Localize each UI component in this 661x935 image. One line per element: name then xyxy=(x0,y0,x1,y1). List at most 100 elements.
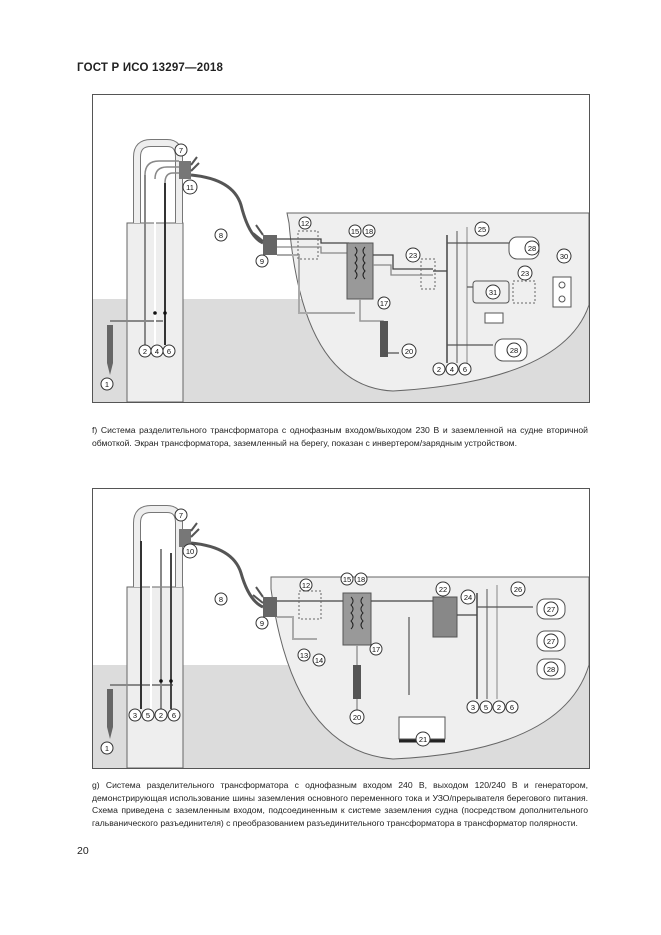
svg-text:28: 28 xyxy=(528,244,536,253)
callout-7: 7 xyxy=(174,508,188,522)
figure-f-caption: f) Система разделительного трансформатор… xyxy=(92,425,588,448)
breaker-23b xyxy=(512,280,536,304)
document-header: ГОСТ Р ИСО 13297—2018 xyxy=(77,62,224,74)
callout-28b: 28 xyxy=(506,342,522,358)
callout-20: 20 xyxy=(401,343,417,359)
svg-text:7: 7 xyxy=(179,511,183,520)
ground-bus-20 xyxy=(380,321,388,357)
svg-text:3: 3 xyxy=(471,703,475,712)
breaker-12 xyxy=(298,590,322,620)
figure-f-svg: 1 2 4 6 7 11 8 9 12 15 18 17 20 23 25 28… xyxy=(93,139,589,402)
callout-21: 21 xyxy=(415,731,431,747)
svg-text:5: 5 xyxy=(146,711,150,720)
callout-20: 20 xyxy=(349,709,365,725)
callout-17: 17 xyxy=(377,296,391,310)
svg-text:17: 17 xyxy=(380,299,388,308)
svg-text:6: 6 xyxy=(172,711,176,720)
callout-9: 9 xyxy=(255,254,269,268)
svg-text:28: 28 xyxy=(547,665,555,674)
svg-text:24: 24 xyxy=(464,593,472,602)
shore-cord xyxy=(190,541,264,609)
callout-18: 18 xyxy=(362,224,376,238)
callout-6: 6 xyxy=(167,708,181,722)
callout-23a: 23 xyxy=(405,247,421,263)
callout-28a: 28 xyxy=(524,240,540,256)
callout-26: 26 xyxy=(510,581,526,597)
svg-text:8: 8 xyxy=(219,595,223,604)
callout-15: 15 xyxy=(348,224,362,238)
callout-bus-6: 6 xyxy=(458,362,472,376)
callout-1: 1 xyxy=(100,377,114,391)
svg-text:4: 4 xyxy=(155,347,159,356)
boat-inlet xyxy=(263,597,277,617)
callout-bus-3: 3 xyxy=(466,700,480,714)
svg-text:11: 11 xyxy=(186,183,194,192)
svg-text:2: 2 xyxy=(497,703,501,712)
svg-text:23: 23 xyxy=(521,269,529,278)
callout-22: 22 xyxy=(435,581,451,597)
svg-text:4: 4 xyxy=(450,365,454,374)
svg-text:31: 31 xyxy=(489,288,497,297)
callout-12: 12 xyxy=(299,578,313,592)
svg-text:23: 23 xyxy=(409,251,417,260)
callout-14: 14 xyxy=(312,653,326,667)
svg-text:12: 12 xyxy=(301,219,309,228)
callout-10: 10 xyxy=(182,543,198,559)
ground-bus-20 xyxy=(353,665,361,699)
callout-17: 17 xyxy=(369,642,383,656)
callout-31: 31 xyxy=(485,284,501,300)
transformer-15-18 xyxy=(342,592,372,646)
ground-rod xyxy=(107,689,113,739)
svg-text:9: 9 xyxy=(260,257,264,266)
svg-text:6: 6 xyxy=(463,365,467,374)
svg-text:21: 21 xyxy=(419,735,427,744)
svg-text:6: 6 xyxy=(167,347,171,356)
breaker-12 xyxy=(297,230,319,260)
callout-7: 7 xyxy=(174,143,188,157)
transformer-15-18 xyxy=(346,242,374,300)
svg-text:26: 26 xyxy=(514,585,522,594)
callout-bus-4: 4 xyxy=(445,362,459,376)
svg-text:8: 8 xyxy=(219,231,223,240)
svg-text:18: 18 xyxy=(365,227,373,236)
svg-text:7: 7 xyxy=(179,146,183,155)
callout-1: 1 xyxy=(100,741,114,755)
ground-rod xyxy=(107,325,113,375)
callout-18: 18 xyxy=(354,572,368,586)
outlet xyxy=(552,276,572,308)
callout-8: 8 xyxy=(214,228,228,242)
callout-5: 5 xyxy=(141,708,155,722)
figure-g-caption: g) Система разделительного трансформатор… xyxy=(92,780,588,828)
svg-text:14: 14 xyxy=(315,656,323,665)
callout-30: 30 xyxy=(556,248,572,264)
svg-text:5: 5 xyxy=(484,703,488,712)
svg-text:22: 22 xyxy=(439,585,447,594)
svg-text:2: 2 xyxy=(159,711,163,720)
shore-post-head xyxy=(133,505,183,587)
callout-9: 9 xyxy=(255,616,269,630)
svg-text:15: 15 xyxy=(343,575,351,584)
callout-15: 15 xyxy=(340,572,354,586)
shore-cord xyxy=(190,173,264,245)
page-number: 20 xyxy=(77,845,89,857)
callout-bus-2: 2 xyxy=(492,700,506,714)
svg-text:9: 9 xyxy=(260,619,264,628)
callout-bus-2: 2 xyxy=(432,362,446,376)
svg-text:3: 3 xyxy=(133,711,137,720)
svg-text:20: 20 xyxy=(353,713,361,722)
callout-24: 24 xyxy=(460,589,476,605)
callout-bus-6: 6 xyxy=(505,700,519,714)
shore-plug xyxy=(179,161,191,179)
callout-2: 2 xyxy=(138,344,152,358)
callout-11: 11 xyxy=(182,179,198,195)
figure-g-diagram: 1 3 5 2 6 7 10 8 9 12 13 14 15 18 17 20 … xyxy=(92,488,590,769)
callout-8: 8 xyxy=(214,592,228,606)
svg-text:12: 12 xyxy=(302,581,310,590)
svg-text:13: 13 xyxy=(300,651,308,660)
callout-25: 25 xyxy=(474,221,490,237)
svg-text:20: 20 xyxy=(405,347,413,356)
shore-post-head xyxy=(133,139,183,223)
svg-text:1: 1 xyxy=(105,380,109,389)
callout-6: 6 xyxy=(162,344,176,358)
callout-4: 4 xyxy=(150,344,164,358)
